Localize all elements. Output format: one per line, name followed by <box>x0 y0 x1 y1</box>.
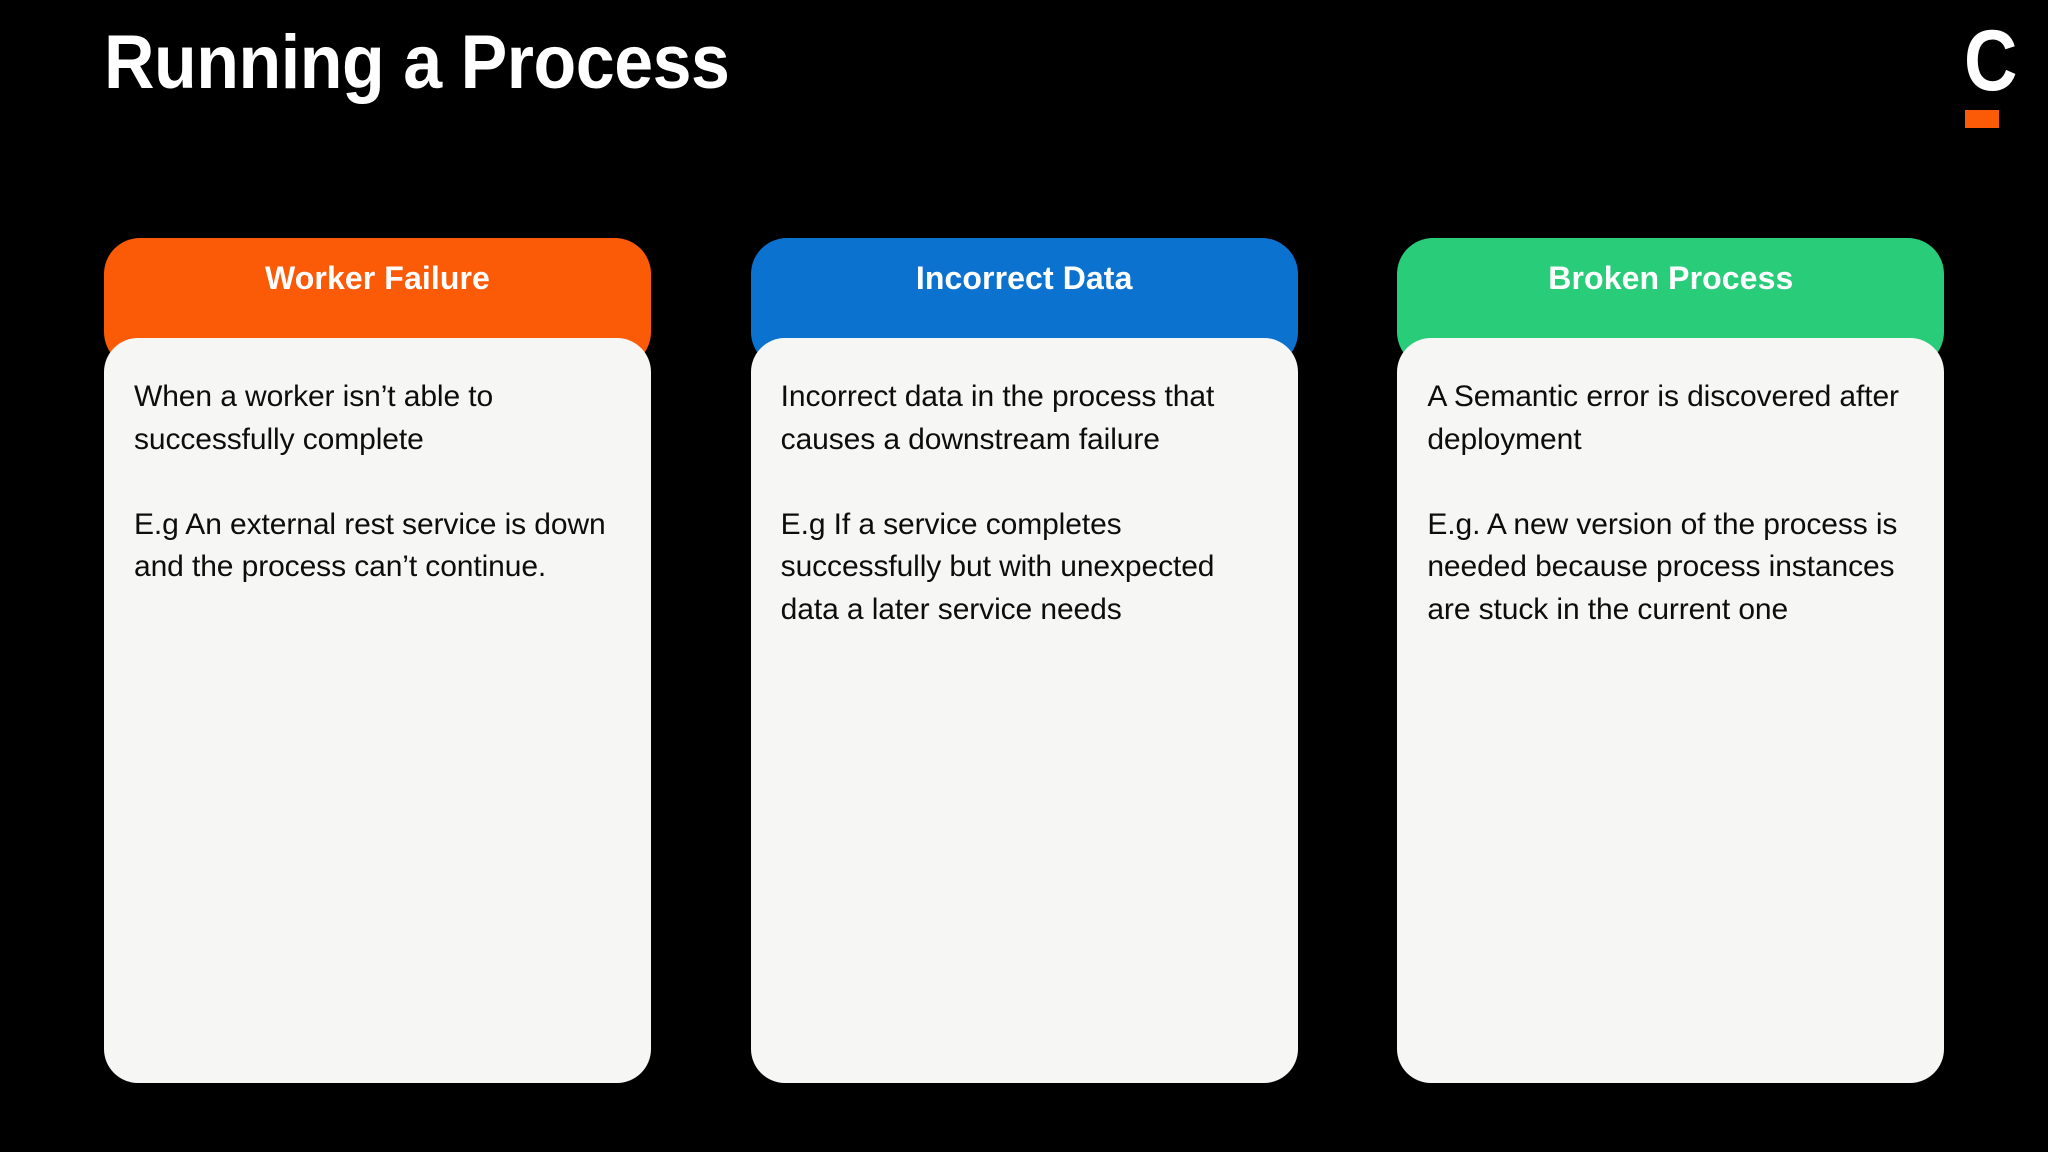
card-paragraph: A Semantic error is discovered after dep… <box>1427 380 1899 456</box>
card-paragraph: Incorrect data in the process that cause… <box>780 380 1215 456</box>
card-paragraph: E.g. A new version of the process is nee… <box>1427 507 1898 626</box>
card-paragraph: When a worker isn’t able to successfully… <box>134 380 494 456</box>
card-title: Broken Process <box>1548 260 1794 296</box>
camunda-logo: C <box>1958 18 2017 130</box>
camunda-logo-bar-icon <box>1965 110 1999 128</box>
card-grid: Worker Failure When a worker isn’t able … <box>104 238 1945 1088</box>
card-paragraph: E.g If a service completes successfully … <box>780 507 1215 626</box>
card-body-broken-process: A Semantic error is discovered after dep… <box>1397 338 1945 1083</box>
card-broken-process: Broken Process A Semantic error is disco… <box>1397 238 1945 1083</box>
card-worker-failure: Worker Failure When a worker isn’t able … <box>104 238 651 1083</box>
card-title: Incorrect Data <box>915 260 1133 296</box>
page-title: Running a Process <box>104 20 730 105</box>
card-paragraph: E.g An external rest service is down and… <box>134 507 606 584</box>
card-incorrect-data: Incorrect Data Incorrect data in the pro… <box>750 238 1298 1083</box>
card-body-incorrect-data: Incorrect data in the process that cause… <box>750 338 1298 1083</box>
camunda-logo-letter: C <box>1964 13 2018 109</box>
card-title: Worker Failure <box>265 260 490 296</box>
card-body-worker-failure: When a worker isn’t able to successfully… <box>104 338 651 1083</box>
